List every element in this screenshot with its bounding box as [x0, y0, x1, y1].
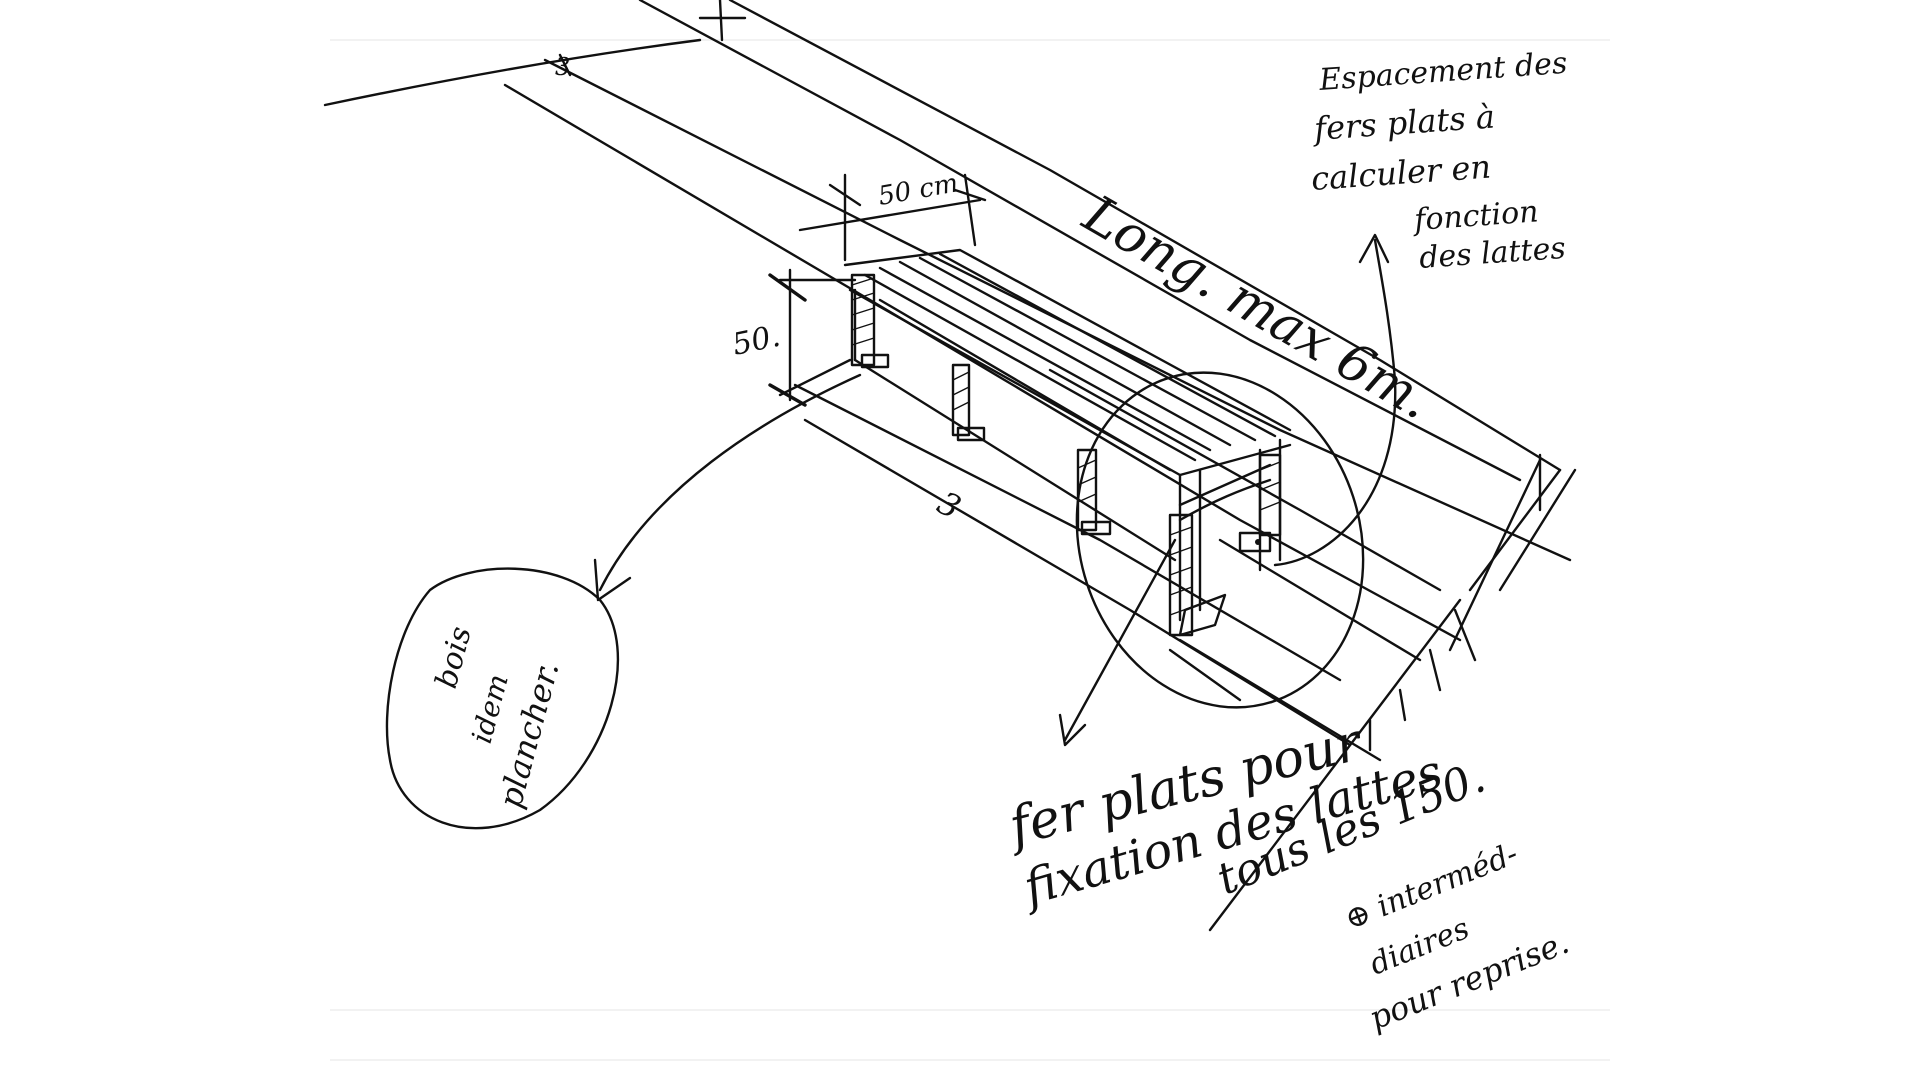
spacing-note-line-4: fonction [1411, 194, 1539, 238]
spacing-note-line-1: Espacement des [1317, 46, 1568, 98]
spacing-note: Espacement des fers plats à calculer en … [1310, 46, 1568, 276]
wood-note-line-1: bois [429, 623, 479, 692]
wood-note-bubble [385, 567, 620, 830]
bench-body [843, 248, 1292, 622]
spacing-note-line-3: calculer en [1310, 148, 1492, 198]
leg-mid-1 [951, 363, 986, 442]
leg-front-left [850, 273, 890, 369]
height-label: 50. [729, 319, 783, 363]
detail-circle [1075, 371, 1365, 709]
leg-mid-2 [1076, 448, 1112, 536]
leg-end-back [1238, 453, 1282, 553]
wood-note: bois idem plancher. [429, 623, 567, 812]
wood-note-line-2: idem [465, 671, 515, 747]
leg-end-front [1168, 513, 1227, 637]
fixing-note: fer plats pour fixation des lattes tous … [1000, 712, 1574, 1038]
leader-arrows [593, 233, 1397, 747]
depth-label-mid: 3 [931, 484, 967, 527]
dimension-marks [558, 0, 987, 407]
paper-ruling [330, 39, 1610, 1061]
spacing-note-line-5: des lattes [1418, 231, 1567, 276]
spacing-note-line-2: fers plats à [1311, 97, 1496, 148]
depth-label-left: 3 [555, 53, 570, 81]
bench-legs [850, 273, 1282, 637]
